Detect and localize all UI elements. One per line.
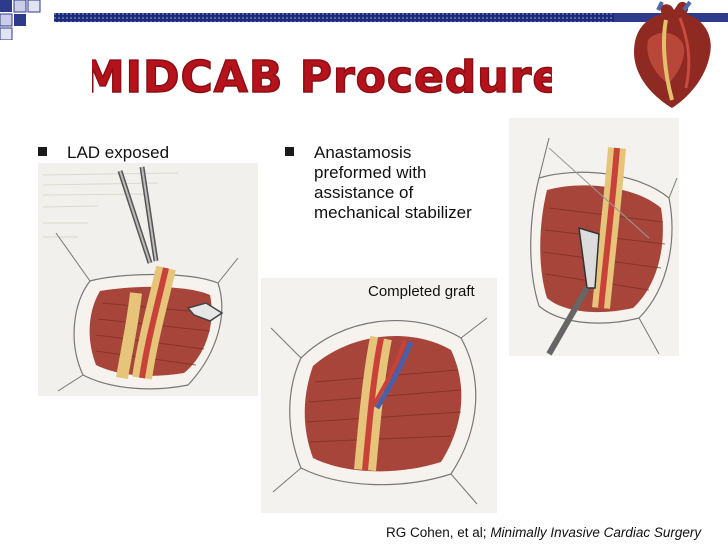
bullet-line: mechanical stabilizer	[314, 203, 472, 222]
bullet-text: LAD exposed	[67, 143, 170, 162]
bullet-square-icon	[38, 147, 47, 156]
corner-decoration	[0, 0, 41, 40]
slide-title: MIDCAB Procedure	[92, 51, 552, 104]
completed-graft-illustration	[261, 278, 497, 513]
bullet-line: assistance of	[314, 183, 414, 202]
heart-illustration	[634, 0, 711, 109]
title-text: MIDCAB Procedure	[92, 52, 552, 103]
bullet-line: Anastamosis	[314, 143, 412, 162]
completed-graft-caption: Completed graft	[368, 283, 475, 300]
citation-source: Minimally Invasive Cardiac Surgery	[490, 525, 702, 540]
bullet-square-icon	[285, 147, 294, 156]
bullet-text: Anastamosis preformed with assistance of…	[314, 143, 472, 223]
citation: RG Cohen, et al; Minimally Invasive Card…	[386, 525, 701, 540]
bullet-line: preformed with	[314, 163, 427, 182]
citation-authors: RG Cohen, et al;	[386, 525, 491, 540]
lad-exposed-illustration	[38, 163, 258, 396]
top-bar	[54, 13, 728, 22]
mechanical-stabilizer-illustration	[509, 118, 679, 356]
